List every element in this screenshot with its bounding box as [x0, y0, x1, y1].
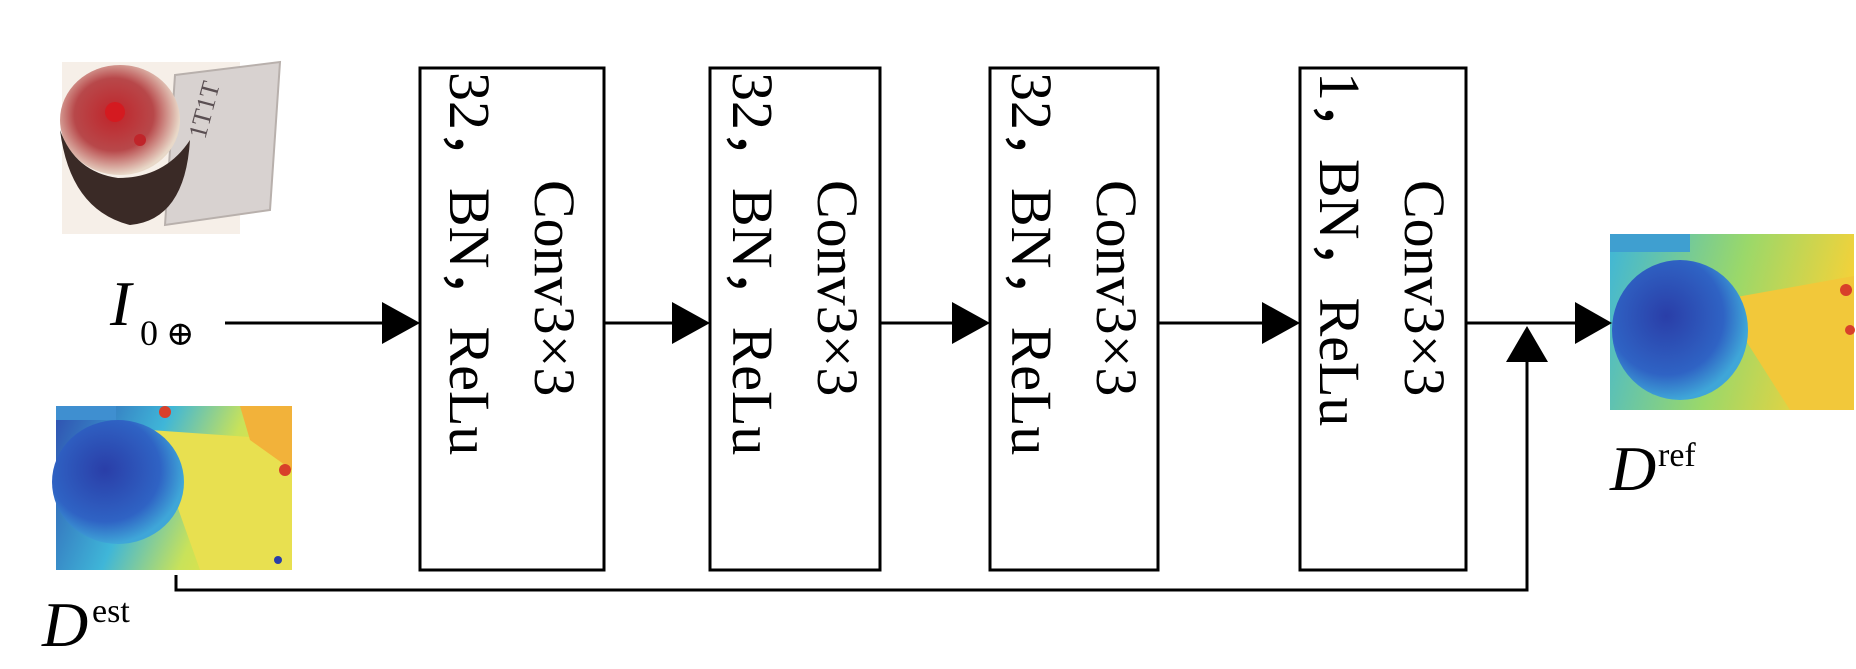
- label-input-image-subscript: 0: [140, 313, 158, 353]
- conv-block-4-line2: 1，BN，ReLu: [1307, 72, 1372, 426]
- arrowhead-block3: [952, 302, 990, 344]
- refined-depth-map: [1610, 234, 1855, 410]
- conv-block-4: Conv3×3 1，BN，ReLu: [1298, 66, 1468, 572]
- label-depth-ref-superscript: ref: [1658, 437, 1696, 474]
- skip-connection-line: [174, 360, 1529, 592]
- conv-block-1-line1: Conv3×3: [522, 180, 587, 396]
- label-depth-ref: D ref: [1609, 433, 1696, 504]
- conv-block-1: Conv3×3 32，BN，ReLu: [418, 66, 606, 572]
- label-depth-est: D est: [41, 589, 130, 660]
- conv-block-2-line1: Conv3×3: [805, 180, 870, 396]
- conv-block-2-line2: 32，BN，ReLu: [720, 72, 785, 455]
- arrowhead-block4: [1262, 302, 1300, 344]
- conv-block-3-line1: Conv3×3: [1084, 180, 1149, 396]
- conv-block-4-line1: Conv3×3: [1392, 180, 1457, 396]
- conv-block-2: Conv3×3 32，BN，ReLu: [708, 66, 882, 572]
- arrowhead-skip-up: [1506, 326, 1548, 362]
- input-image-thumbnail: 1T1T: [60, 60, 282, 234]
- arrowheads: [382, 302, 1612, 362]
- label-depth-est-symbol: D: [41, 589, 88, 660]
- label-input-image-symbol: I: [109, 268, 134, 339]
- arrowhead-block2: [672, 302, 710, 344]
- estimated-depth-map: [52, 406, 292, 570]
- arrowhead-output: [1575, 302, 1612, 344]
- label-input-image-operator: ⊕: [166, 316, 195, 353]
- conv-block-3-line2: 32，BN，ReLu: [999, 72, 1064, 455]
- flow-arrows: [174, 321, 1578, 592]
- conv-block-1-line2: 32，BN，ReLu: [437, 72, 502, 455]
- label-input-image: I 0 ⊕: [109, 268, 195, 353]
- conv-block-3: Conv3×3 32，BN，ReLu: [988, 66, 1160, 572]
- label-depth-est-superscript: est: [92, 593, 130, 630]
- arrowhead-block1: [382, 302, 420, 344]
- label-depth-ref-symbol: D: [1609, 433, 1656, 504]
